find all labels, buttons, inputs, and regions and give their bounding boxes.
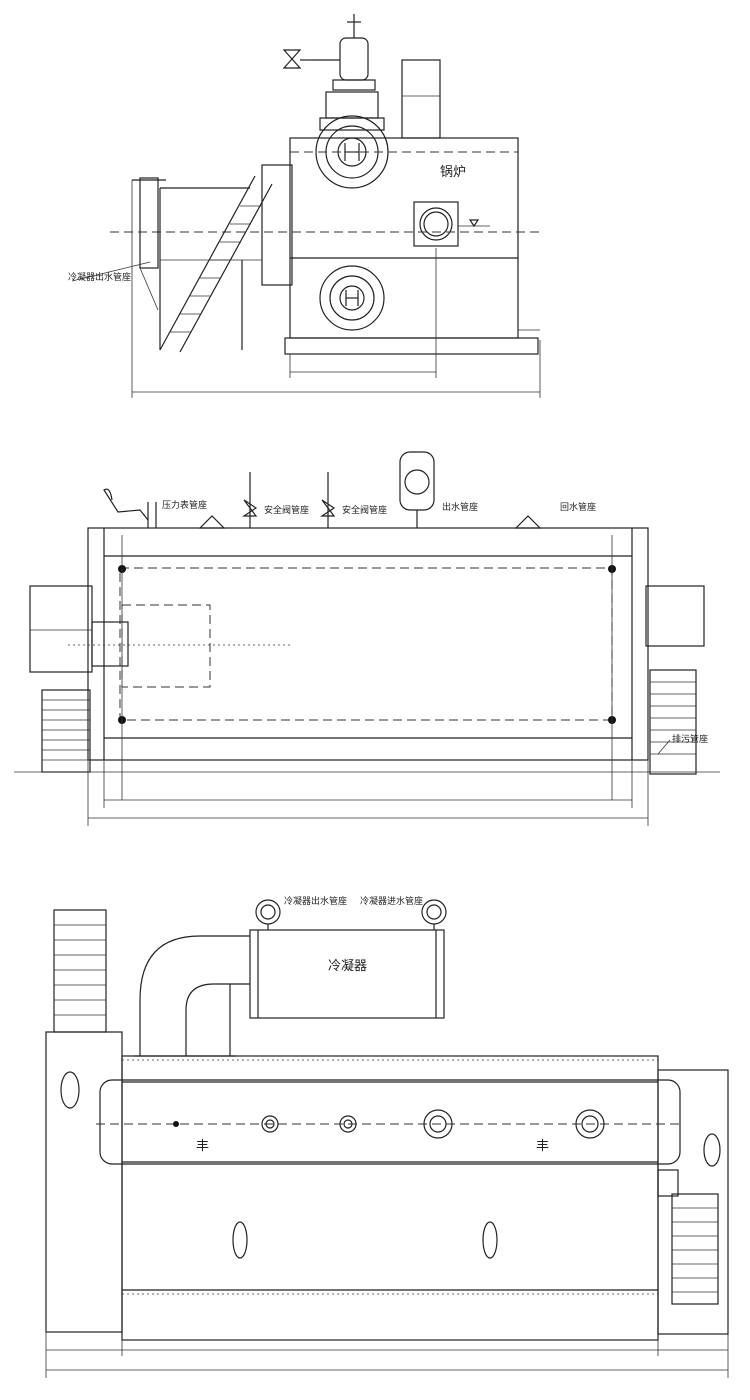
boiler-shell-front	[87, 527, 649, 761]
drum-flange-4-icon	[575, 1109, 605, 1139]
left-ladder-top	[53, 909, 107, 1033]
front-box-side	[261, 164, 293, 286]
drum-flange-1-icon	[261, 1115, 279, 1133]
label-pressure-gauge: 压力表管座	[162, 499, 207, 511]
drum-flange-3-icon	[423, 1109, 453, 1139]
lifting-lug-right-icon: 丰	[536, 1139, 549, 1154]
side-staircase	[159, 175, 273, 353]
label-safety-valve-1: 安全阀管座	[264, 504, 309, 516]
left-fan-stack-icon	[41, 689, 91, 773]
label-water-outlet: 出水管座	[442, 501, 478, 513]
front-elevation-view: 压力表管座 安全阀管座 安全阀管座 出水管座 回水管座 排污管座	[14, 451, 720, 826]
label-condenser-out: 冷凝器出水管座	[284, 895, 347, 907]
left-end-box	[45, 1031, 123, 1333]
label-drain: 排污管座	[672, 733, 708, 745]
boiler-body-side	[289, 137, 519, 339]
condenser-outlet-flange-icon	[255, 899, 281, 930]
manhole-left-icon	[232, 1221, 248, 1259]
right-end-box	[657, 1069, 729, 1335]
internal-tube-outline	[119, 567, 613, 721]
burner-front-icon	[29, 585, 129, 673]
label-water-return: 回水管座	[560, 501, 596, 513]
top-valve-stack-icon	[282, 14, 376, 91]
safety-valve-1-icon	[242, 472, 258, 528]
label-condenser: 冷凝器	[328, 958, 367, 974]
lower-burner-port-icon	[319, 265, 385, 331]
water-outlet-fitting-icon	[399, 451, 435, 528]
condenser-inlet-flange-icon	[421, 899, 447, 930]
label-tank: 锅炉	[440, 164, 466, 180]
drum-flange-2-icon	[339, 1115, 357, 1133]
side-elevation-view: 锅炉 冷凝器出水管座	[68, 14, 541, 398]
left-port-icon	[60, 1071, 80, 1109]
condenser-unit-top	[134, 929, 445, 1057]
upper-burner-port-icon	[315, 91, 389, 189]
label-condenser-in: 冷凝器进水管座	[360, 895, 423, 907]
pressure-gauge-fitting-icon	[103, 488, 157, 528]
manhole-right-icon	[482, 1221, 498, 1259]
boiler-body-top	[121, 1055, 659, 1341]
top-plan-view: 丰 丰 冷凝器出水管座 冷凝器进水管座 冷凝器	[45, 895, 729, 1378]
boiler-base-side	[284, 337, 539, 355]
chimney-box	[401, 59, 441, 139]
right-port-icon	[703, 1133, 721, 1167]
front-drum-top	[99, 1079, 681, 1165]
right-ladder-top	[657, 1169, 719, 1305]
side-flange-port-icon	[413, 201, 459, 247]
right-fan-stack-icon	[645, 585, 705, 775]
label-condenser-outlet-side: 冷凝器出水管座	[68, 271, 131, 283]
safety-valve-2-icon	[320, 472, 336, 528]
condenser-pipe-side	[132, 177, 166, 311]
label-safety-valve-2: 安全阀管座	[342, 504, 387, 516]
lifting-lug-left-icon: 丰	[196, 1139, 209, 1154]
